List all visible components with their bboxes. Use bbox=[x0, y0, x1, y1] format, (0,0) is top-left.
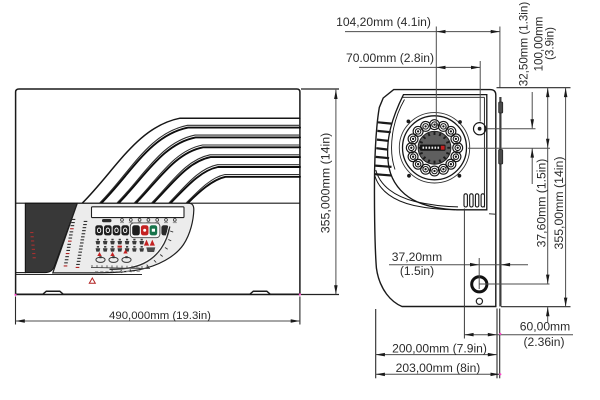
svg-text:355,00mm (14in): 355,00mm (14in) bbox=[552, 157, 566, 250]
svg-text:104,20mm (4.1in): 104,20mm (4.1in) bbox=[336, 15, 431, 29]
svg-text:(1.5in): (1.5in) bbox=[400, 264, 434, 278]
svg-text:60,00mm: 60,00mm bbox=[520, 320, 570, 334]
svg-text:203,00mm (8in): 203,00mm (8in) bbox=[396, 361, 481, 375]
svg-text:200,00mm (7.9in): 200,00mm (7.9in) bbox=[392, 341, 487, 355]
svg-text:100,00mm: 100,00mm bbox=[532, 17, 545, 72]
svg-text:355,000mm (14in): 355,000mm (14in) bbox=[318, 133, 332, 234]
svg-text:(3.9in): (3.9in) bbox=[544, 27, 557, 60]
svg-text:32,50mm (1.3in): 32,50mm (1.3in) bbox=[517, 2, 530, 87]
svg-text:37,60mm (1.5in): 37,60mm (1.5in) bbox=[534, 159, 548, 248]
svg-text:70.00mm (2.8in): 70.00mm (2.8in) bbox=[346, 51, 434, 65]
svg-text:490,000mm (19.3in): 490,000mm (19.3in) bbox=[109, 310, 211, 322]
svg-text:37,20mm: 37,20mm bbox=[392, 250, 442, 264]
svg-text:(2.36in): (2.36in) bbox=[523, 335, 564, 349]
